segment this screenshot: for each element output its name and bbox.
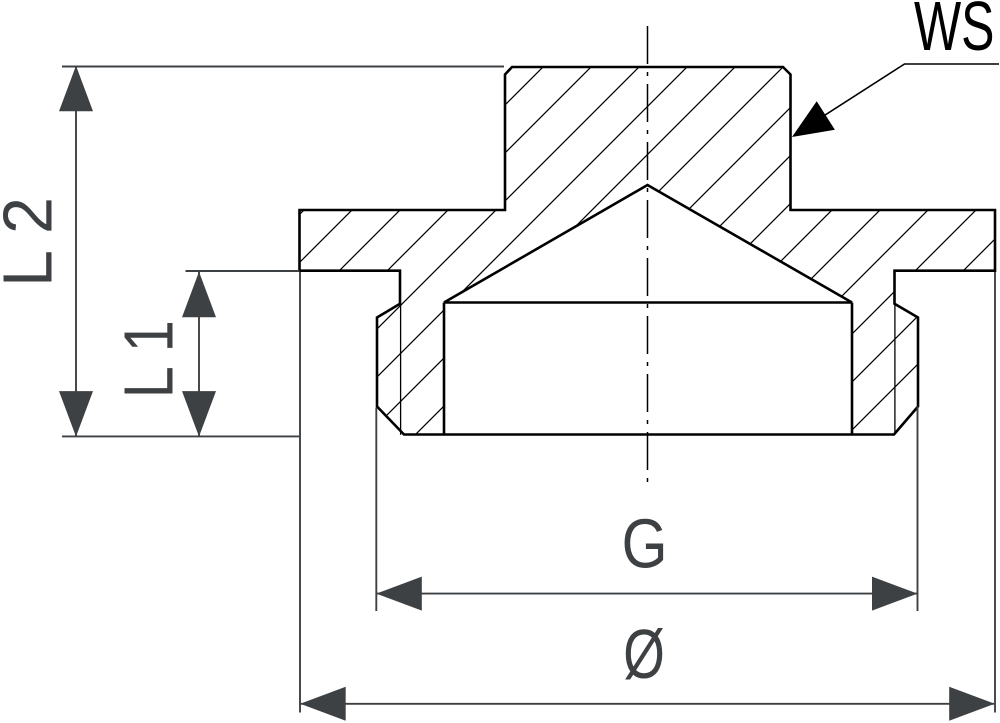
svg-text:Ø: Ø [623,616,665,694]
svg-text:WS: WS [914,0,994,65]
svg-text:G: G [622,504,668,583]
svg-text:L 1: L 1 [109,320,188,398]
svg-text:L 2: L 2 [0,197,67,287]
